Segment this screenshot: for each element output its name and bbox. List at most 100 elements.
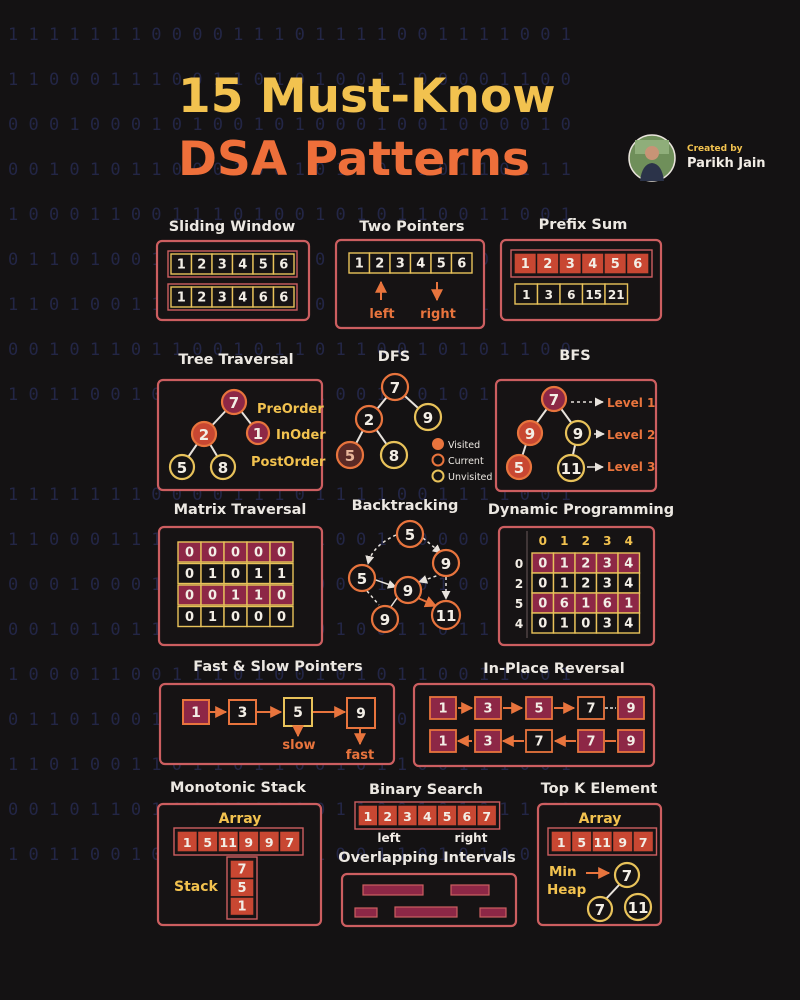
panel-fast-slow <box>158 682 396 766</box>
graph-node-value: 7 <box>549 391 559 409</box>
array-cell-value: 3 <box>566 257 575 272</box>
graph-node <box>556 453 586 483</box>
min-label: Min <box>549 864 577 880</box>
fast-label: fast <box>346 748 374 763</box>
list-node <box>474 696 502 720</box>
binary-row: 0 0 1 0 1 1 0 1 1 0 0 1 0 1 1 0 1 1 0 0 … <box>8 340 571 360</box>
array-cell <box>632 830 655 853</box>
binary-row: 1 1 0 0 0 1 1 1 0 0 1 1 0 1 0 1 0 0 1 1 … <box>8 70 571 90</box>
title-dfs: DFS <box>378 349 410 365</box>
array-cell-value: 0 <box>538 577 547 592</box>
title-dynamic-programming: Dynamic Programming <box>488 502 674 518</box>
array-cell-value: 1 <box>177 258 186 273</box>
list-node <box>429 729 457 753</box>
array-cell <box>450 252 473 274</box>
array-cell-value: 1 <box>557 835 566 850</box>
title-two-pointers: Two Pointers <box>359 219 464 235</box>
graph-node-value: 9 <box>423 409 433 427</box>
dp-col-header: 1 <box>560 534 568 548</box>
panel-tree-traversal <box>156 378 324 492</box>
list-node <box>346 697 376 729</box>
graph-node-value: 5 <box>177 459 187 477</box>
list-node <box>429 696 457 720</box>
title-tree-traversal: Tree Traversal <box>178 352 293 368</box>
list-node-value: 7 <box>586 702 595 717</box>
creator-caption: Created by <box>687 144 743 154</box>
graph-node-value: 2 <box>199 426 209 444</box>
array-cell-value: 2 <box>543 257 552 272</box>
array-cell-value: 0 <box>185 610 194 625</box>
array-cell-value: 6 <box>603 597 612 612</box>
array-cell-value: 6 <box>457 257 466 272</box>
list-node-value: 1 <box>438 735 447 750</box>
graph-node <box>395 519 425 549</box>
array-cell <box>604 283 629 305</box>
graph-node-value: 9 <box>403 582 413 600</box>
array-cell-value: 2 <box>383 809 392 824</box>
array-cell-value: 5 <box>443 809 452 824</box>
backtracking-edges <box>365 534 451 609</box>
array-cell-value: 6 <box>567 288 575 302</box>
bfs-level-1: Level 1 <box>607 396 655 410</box>
graph-node-value: 11 <box>628 899 649 917</box>
dp-row-header: 5 <box>515 597 523 611</box>
graph-node <box>393 575 423 605</box>
array-cell-value: 2 <box>197 291 206 306</box>
graph-node <box>564 419 592 447</box>
dp-row-header: 0 <box>515 557 523 571</box>
binary-row: 1 0 0 0 1 1 0 0 1 1 1 0 1 0 0 1 0 1 0 1 … <box>8 665 571 685</box>
array-cell-value: 0 <box>208 589 217 604</box>
bs-left-label: left <box>377 831 400 845</box>
array-cell-value: 6 <box>259 291 268 306</box>
array-cell-value: 4 <box>624 617 633 632</box>
list-node-value: 7 <box>534 735 543 750</box>
binary-row: 0 0 0 1 0 0 0 1 0 1 0 0 1 0 1 0 0 0 1 0 … <box>8 115 571 135</box>
array-cell-value: 4 <box>238 258 247 273</box>
graph-node <box>370 604 400 634</box>
array-cell-value: 0 <box>538 597 547 612</box>
array-cell-value: 0 <box>254 546 263 561</box>
heap-edge <box>604 884 620 901</box>
array-cell-value: 1 <box>560 577 569 592</box>
array-outline <box>167 283 298 311</box>
array-cell <box>269 541 294 563</box>
title-backtracking: Backtracking <box>352 498 459 514</box>
array-cell-value: 6 <box>279 291 288 306</box>
array-cell-value: 1 <box>522 288 530 302</box>
array-cell-value: 1 <box>277 567 286 582</box>
array-cell-value: 15 <box>585 288 602 302</box>
array-cell-value: 1 <box>364 809 373 824</box>
dfs-legend: Visited Current Unvisited <box>431 438 492 483</box>
array-cell-value: 0 <box>277 610 286 625</box>
graph-node-value: 9 <box>573 425 583 443</box>
graph-node <box>335 440 365 470</box>
array-cell-value: 0 <box>538 617 547 632</box>
array-cell-value: 3 <box>396 257 405 272</box>
title-line-2: DSA Patterns <box>178 132 530 187</box>
stack-cell <box>229 896 255 917</box>
array-cell-value: 1 <box>521 257 530 272</box>
array-cell-value: 5 <box>203 835 212 850</box>
list-node-value: 1 <box>191 705 201 721</box>
panel-prefix-sum <box>499 238 663 322</box>
title-bfs: BFS <box>559 348 590 364</box>
graph-node-value: 5 <box>357 570 367 588</box>
array-outline <box>167 250 298 278</box>
array-cell-value: 5 <box>259 258 268 273</box>
array-cell-value: 5 <box>437 257 446 272</box>
array-cell-value: 1 <box>231 589 240 604</box>
title-monotonic-stack: Monotonic Stack <box>170 780 306 796</box>
graph-node-value: 2 <box>364 411 374 429</box>
binary-row: 1 1 1 1 1 1 1 0 0 0 0 1 1 1 0 1 1 1 1 0 … <box>8 485 571 505</box>
array-cell-value: 4 <box>423 809 432 824</box>
array-cell-value: 3 <box>603 577 612 592</box>
graph-node <box>168 453 196 481</box>
topk-array-label: Array <box>579 811 622 827</box>
array-cell <box>272 253 295 275</box>
array-cell-value: 6 <box>279 258 288 273</box>
array-cell-value: 9 <box>265 835 274 850</box>
array-cell-value: 4 <box>416 257 425 272</box>
